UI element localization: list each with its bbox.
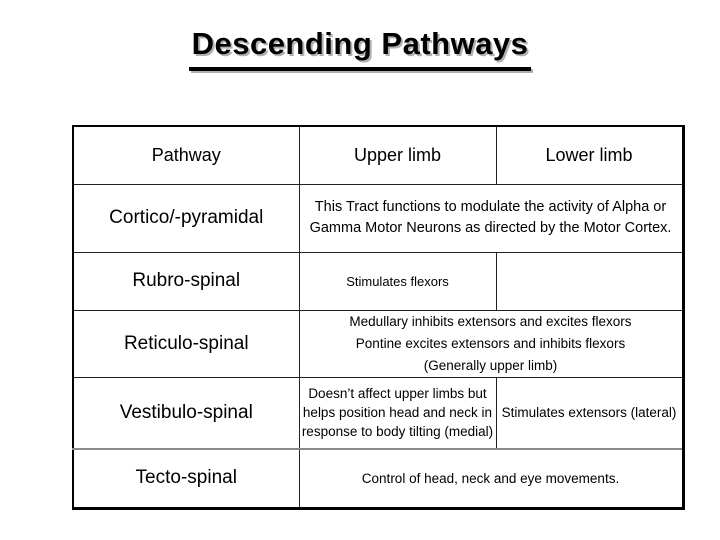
header-cell-lower-limb: Lower limb bbox=[495, 125, 684, 185]
table-header-row: Pathway Upper limb Lower limb bbox=[72, 125, 684, 185]
rubro-spinal-lower-limb-cell bbox=[495, 251, 684, 311]
slide-title-text: Descending Pathways bbox=[188, 26, 532, 71]
table-row-cortico-pyramidal: Cortico/-pyramidal This Tract functions … bbox=[72, 183, 684, 253]
vestibulo-spinal-lower-limb-cell: Stimulates extensors (lateral) bbox=[495, 376, 684, 450]
descending-pathways-table: Pathway Upper limb Lower limb Cortico/-p… bbox=[72, 125, 685, 510]
header-cell-pathway: Pathway bbox=[72, 125, 300, 185]
tecto-spinal-description: Control of head, neck and eye movements. bbox=[298, 448, 684, 509]
pathway-name-tecto-spinal: Tecto-spinal bbox=[72, 448, 300, 509]
table-row-vestibulo-spinal: Vestibulo-spinal Doesn’t affect upper li… bbox=[72, 376, 684, 450]
header-cell-upper-limb: Upper limb bbox=[298, 125, 497, 185]
cortico-pyramidal-description: This Tract functions to modulate the act… bbox=[298, 183, 684, 253]
pathway-name-vestibulo-spinal: Vestibulo-spinal bbox=[72, 376, 300, 450]
table-row-tecto-spinal: Tecto-spinal Control of head, neck and e… bbox=[72, 448, 684, 509]
vestibulo-spinal-upper-limb-cell: Doesn’t affect upper limbs but helps pos… bbox=[298, 376, 497, 450]
table-row-rubro-spinal: Rubro-spinal Stimulates flexors bbox=[72, 251, 684, 311]
pathway-name-cortico-pyramidal: Cortico/-pyramidal bbox=[72, 183, 300, 253]
table-row-reticulo-spinal: Reticulo-spinal Medullary inhibits exten… bbox=[72, 309, 684, 378]
reticulo-spinal-line-medullary: Medullary inhibits extensors and excites… bbox=[349, 313, 632, 329]
reticulo-spinal-description: Medullary inhibits extensors and excites… bbox=[298, 309, 684, 378]
slide-title: Descending Pathways bbox=[0, 26, 720, 71]
reticulo-spinal-line-pontine: Pontine excites extensors and inhibits f… bbox=[355, 335, 626, 351]
pathway-name-rubro-spinal: Rubro-spinal bbox=[72, 251, 300, 311]
rubro-spinal-upper-limb-cell: Stimulates flexors bbox=[298, 251, 497, 311]
pathway-name-reticulo-spinal: Reticulo-spinal bbox=[72, 309, 300, 378]
reticulo-spinal-line-generally: (Generally upper limb) bbox=[423, 357, 558, 373]
